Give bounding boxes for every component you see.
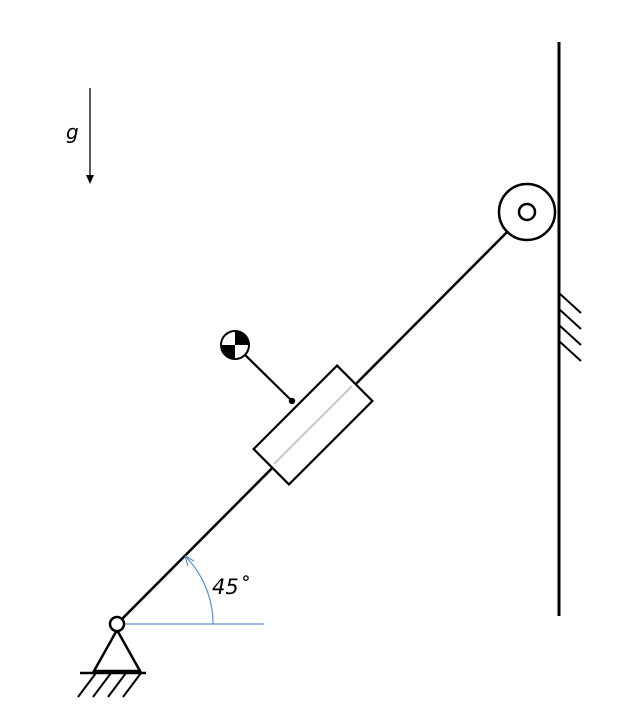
slider-block — [252, 364, 374, 486]
gravity-label: g — [66, 120, 79, 144]
angle-label: 45˚ — [212, 575, 250, 599]
gravity-arrow-head — [86, 175, 94, 184]
slider-slot — [273, 385, 353, 465]
angle-arc-arrowhead — [184, 555, 195, 567]
center-of-mass-icon — [220, 330, 250, 360]
wall — [557, 42, 582, 616]
wall-hatching-icon — [558, 292, 582, 362]
pulley-icon — [497, 182, 557, 242]
pivot-pin — [108, 615, 126, 633]
angle-arc — [184, 555, 214, 625]
ground-hatching-icon — [77, 672, 142, 698]
gravity-indicator: g — [66, 88, 94, 184]
pin-support-icon — [77, 615, 146, 698]
arm-joint — [288, 397, 296, 405]
